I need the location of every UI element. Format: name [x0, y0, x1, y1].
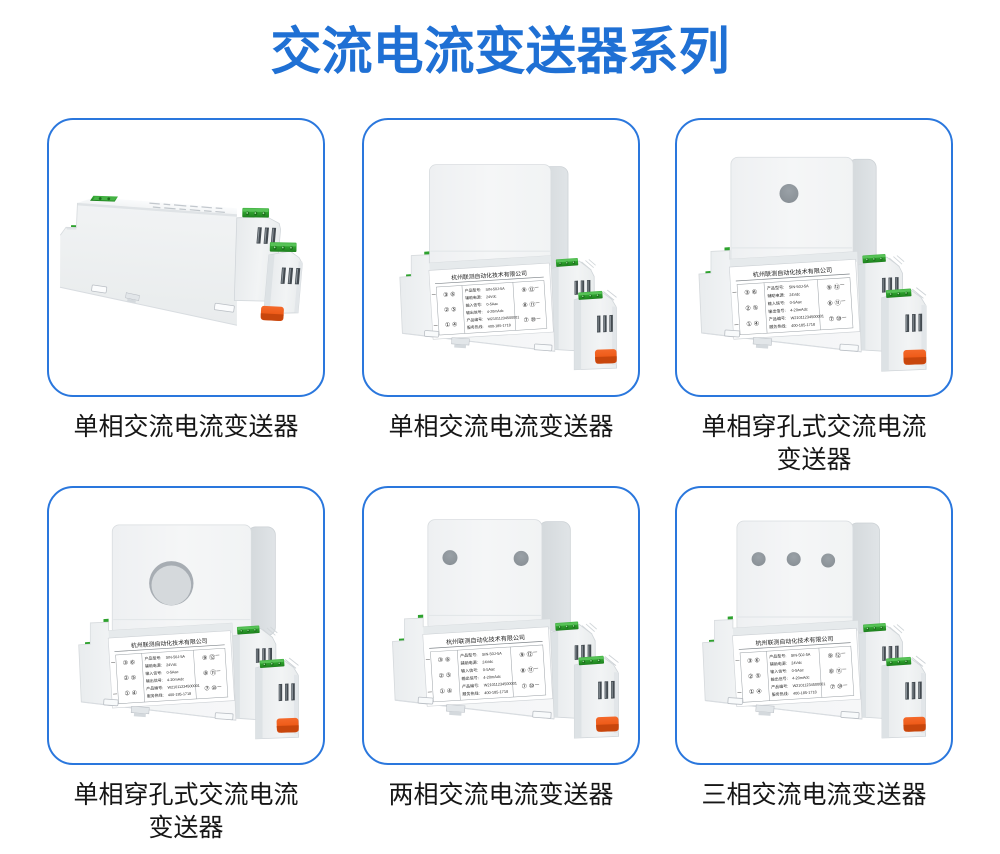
product-label-3: 单相穿孔式交流电流变送器: [701, 413, 927, 474]
ct-head: [111, 524, 276, 636]
module-front-face: [60, 202, 237, 326]
ct-head: [736, 520, 880, 634]
product-card-1: [47, 118, 325, 397]
product-card-6: [675, 486, 953, 765]
wire-hole: [513, 550, 529, 566]
din-foot-details: [91, 284, 235, 313]
terminal-tower-lower: [260, 242, 303, 321]
ct-head: [730, 156, 877, 267]
product-image-6: [688, 520, 950, 730]
product-label-4: 单相穿孔式交流电流变送器: [73, 781, 299, 842]
product-image-2: [396, 164, 630, 362]
wire-hole: [821, 553, 836, 568]
product-image-4: [64, 524, 323, 731]
ct-head-wrap: [736, 520, 880, 634]
module-edge-shade: [77, 202, 237, 217]
product-card-2: [362, 118, 640, 397]
ct-head-wrap: [427, 519, 571, 632]
product-label-5: 两相交流电流变送器: [388, 781, 614, 809]
product-card-4: [47, 486, 325, 765]
product-image-3: [693, 156, 942, 363]
product-image-1: [59, 195, 303, 326]
product-label-2: 单相交流电流变送器: [388, 413, 614, 441]
module-print: [149, 202, 225, 213]
ct-head: [429, 164, 569, 272]
ct-head-wrap: [111, 524, 276, 636]
ct-head: [427, 519, 571, 632]
terminal-green-left: [90, 195, 118, 202]
product-card-3: [675, 118, 953, 397]
wire-hole: [779, 184, 799, 203]
wire-hole: [751, 552, 766, 567]
product-card-5: [362, 486, 640, 765]
wire-hole: [786, 552, 801, 567]
product-image-5: [380, 519, 641, 730]
ct-head-wrap: [730, 156, 877, 267]
wire-hole: [442, 550, 458, 566]
product-label-6: 三相交流电流变送器: [701, 781, 927, 809]
product-label-1: 单相交流电流变送器: [73, 413, 299, 441]
ct-head-wrap: [429, 164, 569, 272]
page-title: 交流电流变送器系列: [270, 23, 730, 80]
din-clip-orange: [260, 305, 284, 321]
